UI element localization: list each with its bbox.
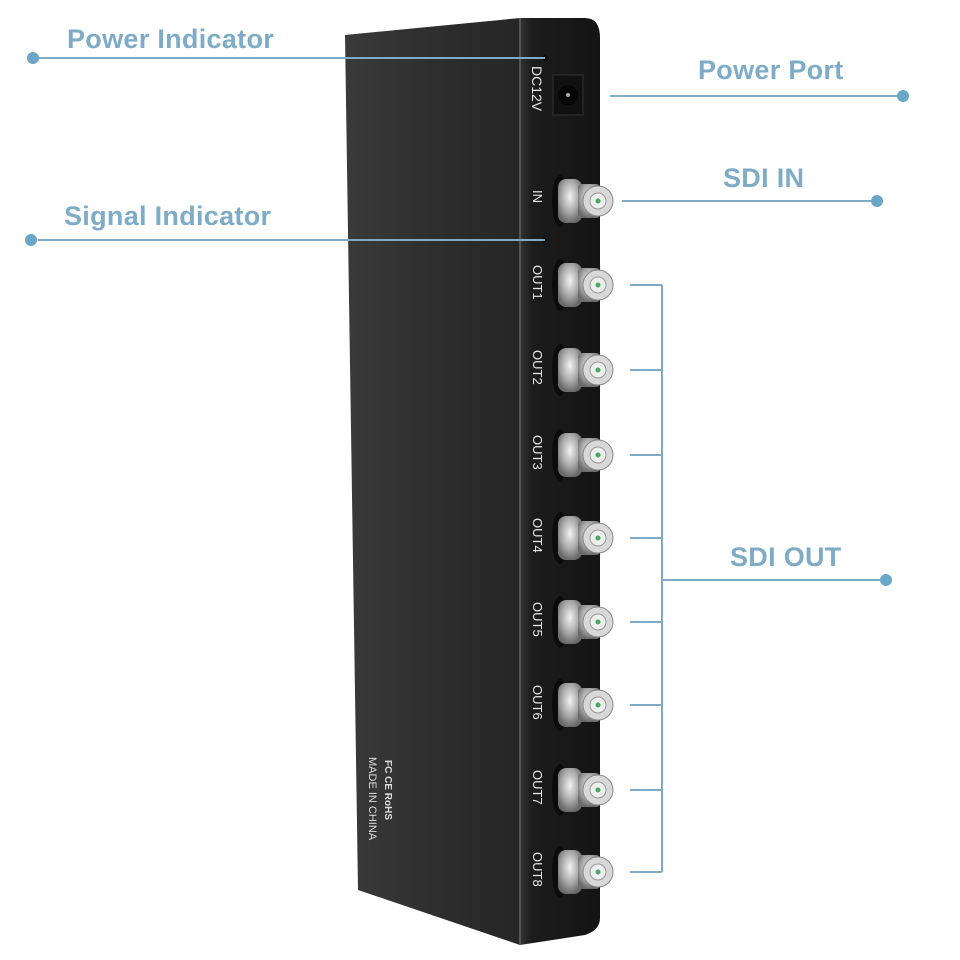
sdi-out-connector [552, 764, 614, 816]
in-port-label: IN [530, 190, 545, 203]
device-front-face [345, 18, 520, 945]
sdi-out-connector [552, 512, 614, 564]
signal-indicator-label: Signal Indicator [64, 201, 272, 231]
sdi-out-connector [552, 596, 614, 648]
sdi-out-connector [552, 679, 614, 731]
out-port-label: OUT2 [530, 350, 545, 385]
sdi-out-connector [552, 259, 614, 311]
callout-dot [897, 90, 909, 102]
callout-dot [880, 574, 892, 586]
made-in-label: MADE IN CHINA [366, 757, 378, 841]
power-indicator-label: Power Indicator [67, 24, 275, 54]
out-port-label: OUT7 [530, 770, 545, 805]
sdi-out-connector [552, 344, 614, 396]
callout-dot [27, 52, 39, 64]
callout-dot [25, 234, 37, 246]
callout-dot [871, 195, 883, 207]
out-port-label: OUT8 [530, 852, 545, 887]
dc12v-label: DC12V [529, 66, 545, 112]
sdi-out-connector [552, 846, 614, 898]
out-port-label: OUT1 [530, 265, 545, 300]
sdi-out-label: SDI OUT [730, 542, 842, 572]
out-port-label: OUT5 [530, 602, 545, 637]
certification-marks: FC CE RoHS [382, 760, 393, 820]
out-port-label: OUT6 [530, 685, 545, 720]
out-port-label: OUT3 [530, 435, 545, 470]
out-port-label: OUT4 [530, 518, 545, 553]
sdi-in-connector [552, 175, 614, 227]
sdi-out-connector [552, 429, 614, 481]
sdi-in-label: SDI IN [723, 163, 805, 193]
power-port-label: Power Port [698, 55, 844, 85]
